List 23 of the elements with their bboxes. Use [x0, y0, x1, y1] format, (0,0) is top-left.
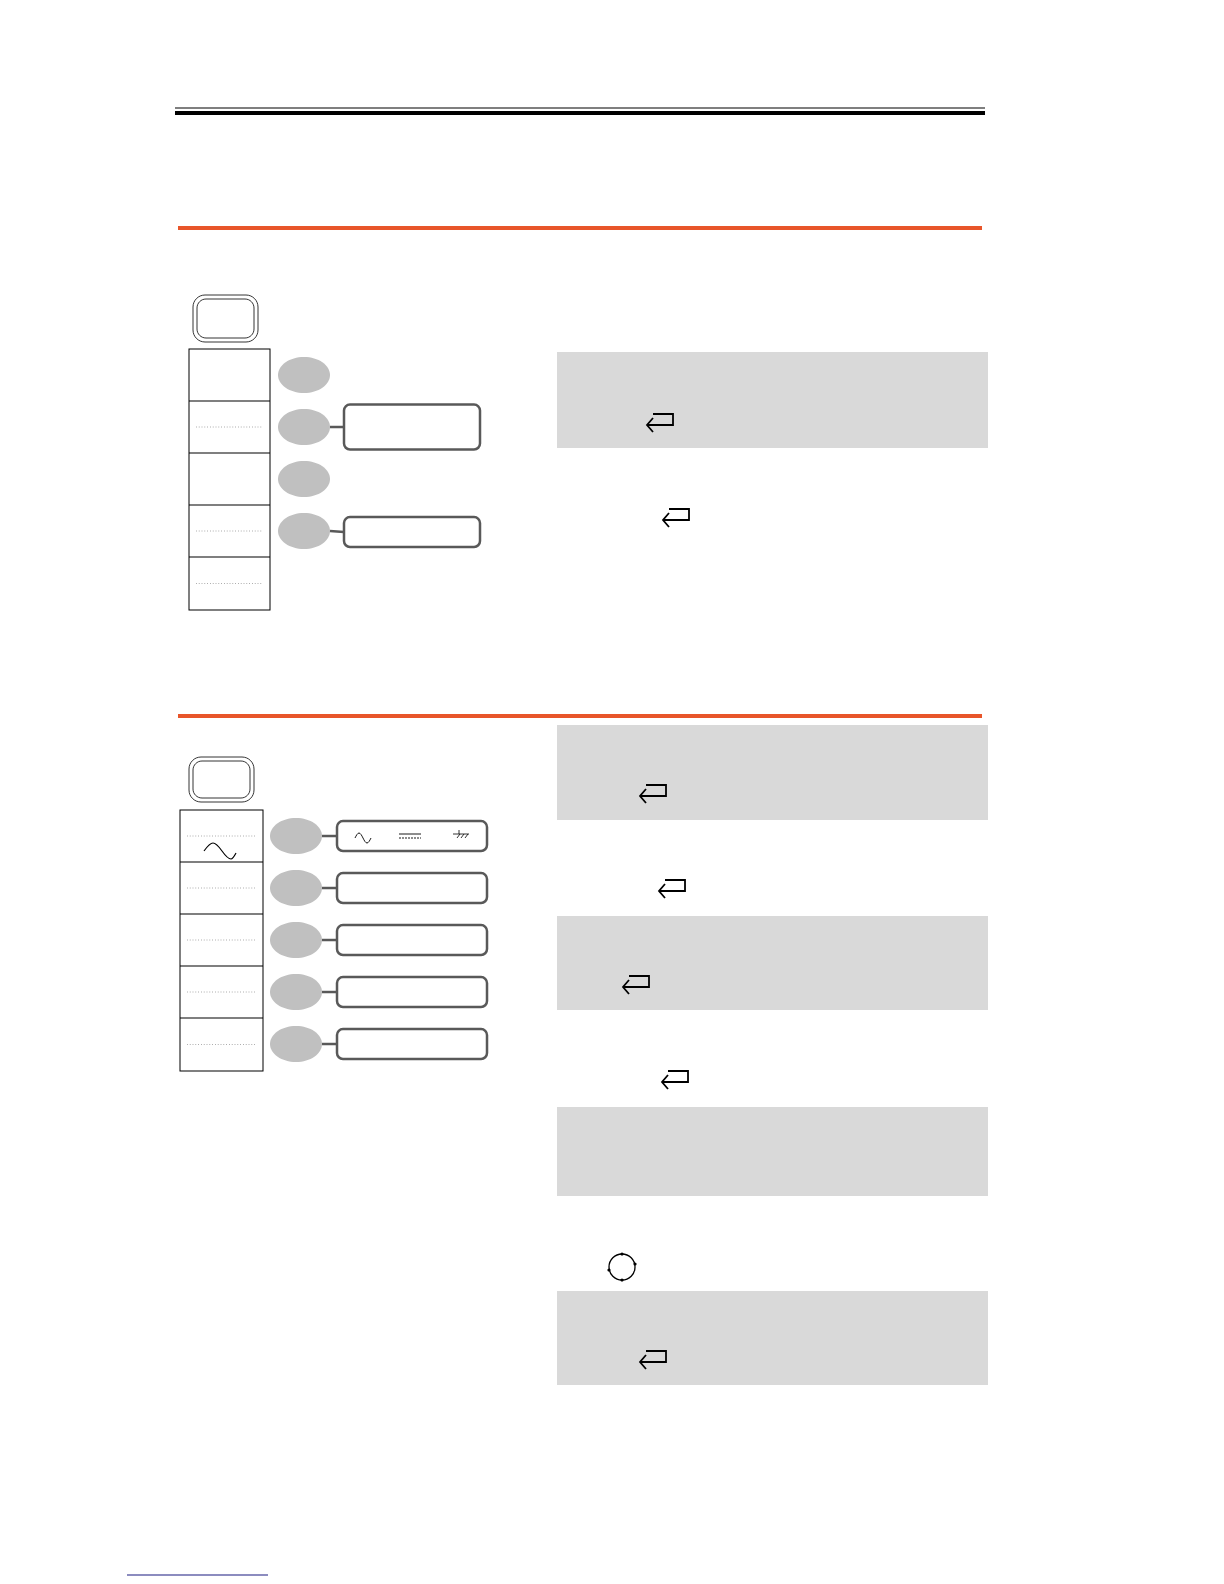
setting-box	[335, 923, 489, 957]
connector-line	[322, 1042, 337, 1046]
softkey-button	[270, 818, 322, 854]
connector-line	[329, 529, 345, 534]
setting-box	[335, 975, 489, 1009]
softkey-button	[270, 922, 322, 958]
softkey-button	[270, 974, 322, 1010]
connector-line	[322, 938, 337, 942]
softkey-button	[270, 870, 322, 906]
setting-box	[335, 871, 489, 905]
connector-line	[322, 990, 337, 994]
setting-box	[342, 515, 482, 549]
softkey-button	[278, 357, 330, 393]
connector-line	[330, 425, 344, 429]
softkey-button	[278, 409, 330, 445]
setting-box	[342, 403, 482, 451]
connector-line	[322, 834, 337, 838]
softkey-button	[278, 513, 330, 549]
setting-box	[335, 819, 489, 853]
setting-box	[335, 1027, 489, 1061]
softkey-button	[270, 1026, 322, 1062]
softkey-button	[278, 461, 330, 497]
connector-line	[322, 886, 337, 890]
